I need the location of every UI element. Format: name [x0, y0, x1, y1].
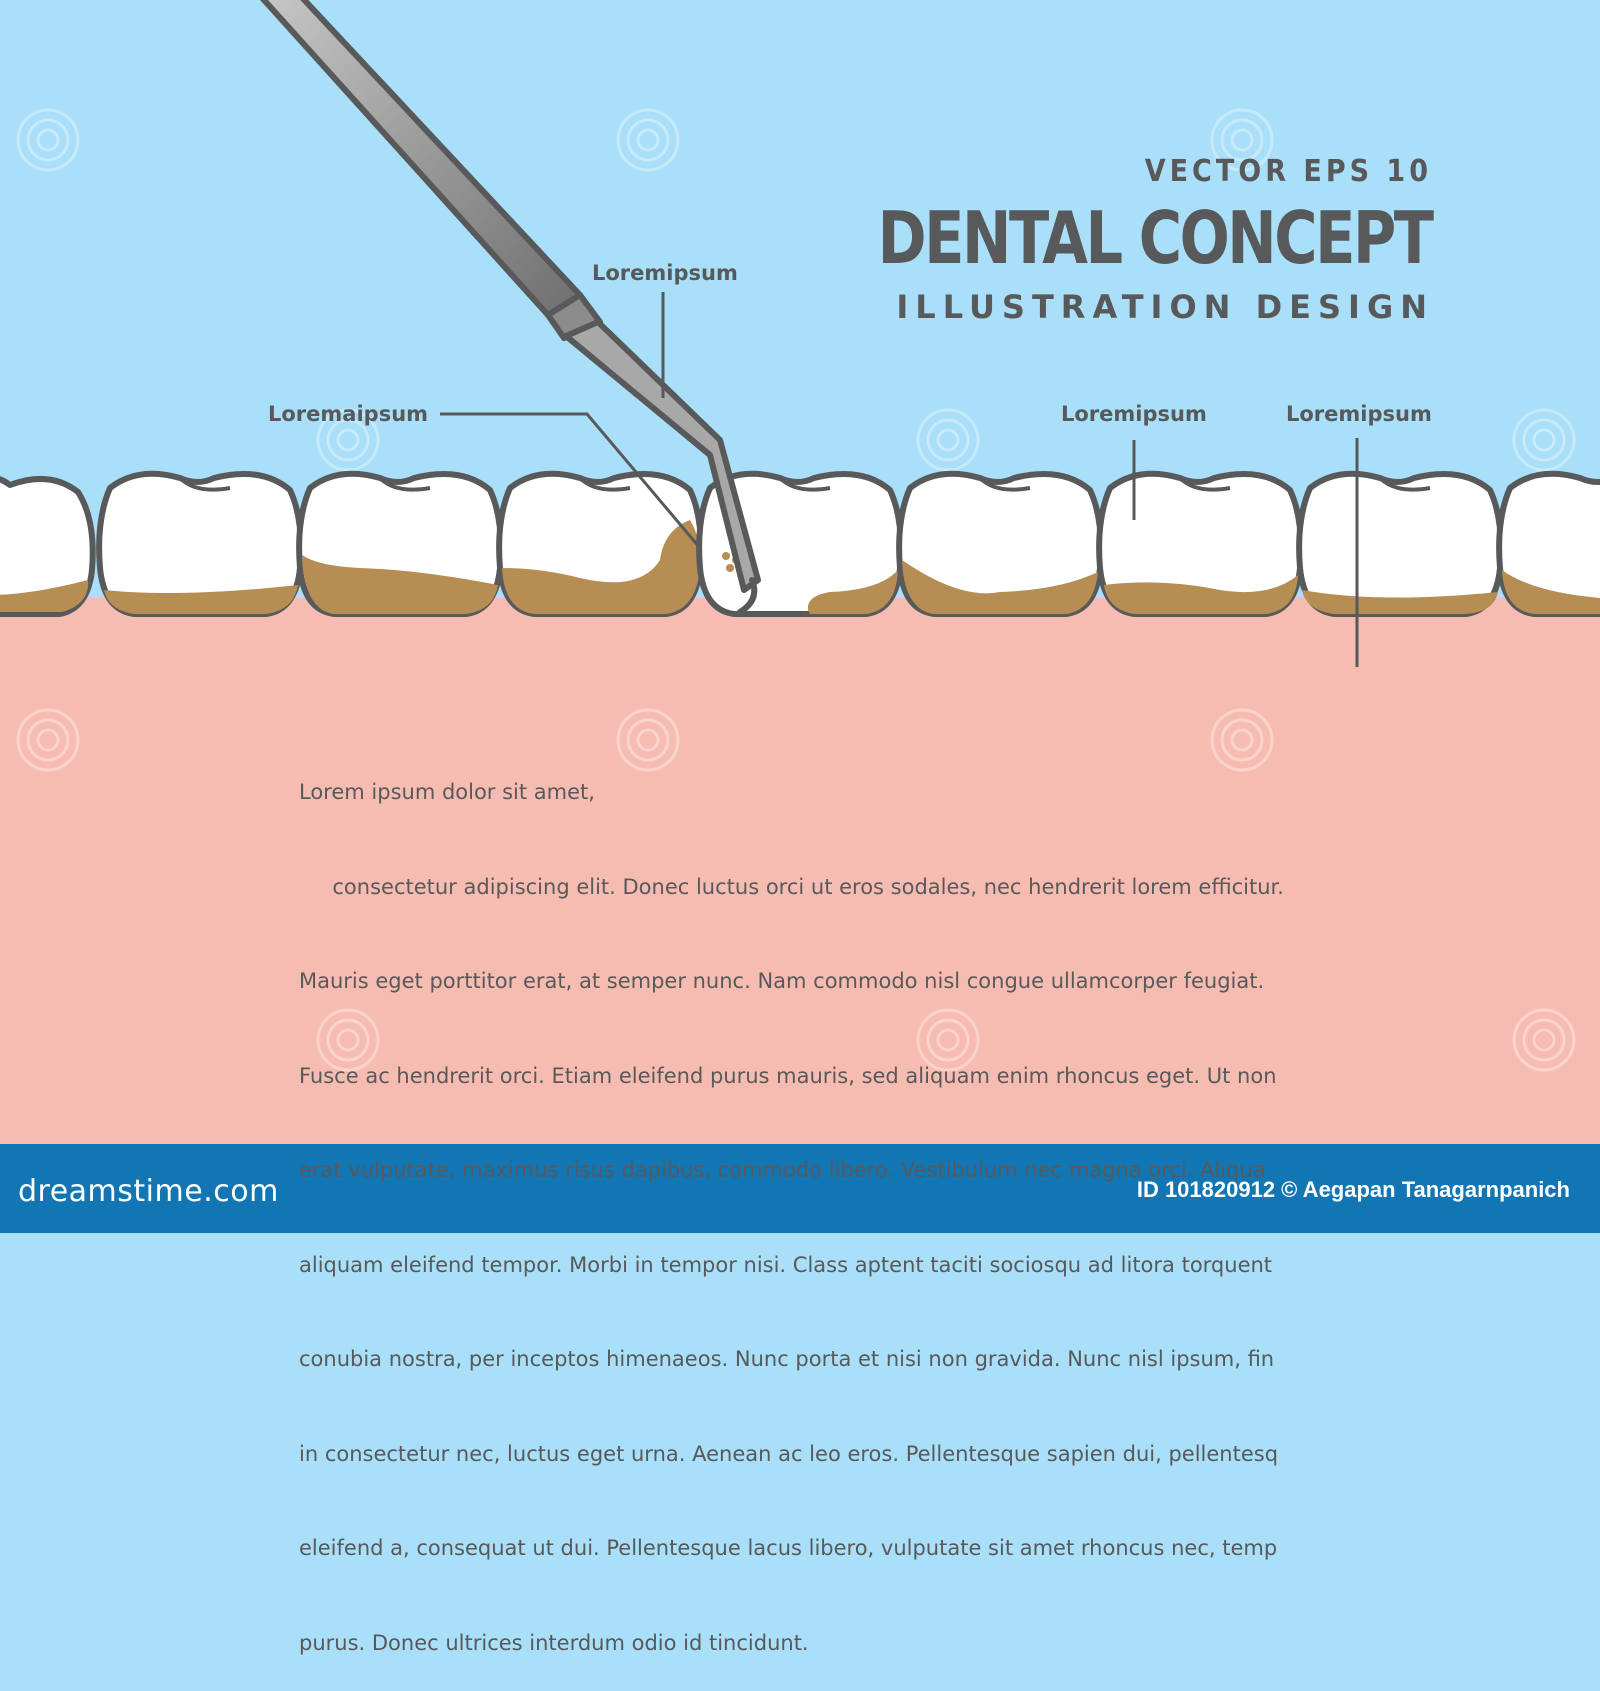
callout-label-top: Loremipsum [592, 261, 738, 285]
teeth-row [0, 470, 1600, 617]
callout-label-right-2: Loremipsum [1286, 402, 1432, 426]
footer-logo: dreamstime.com [18, 1174, 279, 1209]
body-line: conubia nostra, per inceptos himenaeos. … [299, 1347, 1275, 1371]
body-line: Fusce ac hendrerit orci. Etiam eleifend … [299, 1063, 1277, 1088]
tooth-8 [1296, 470, 1504, 617]
tooth-1 [0, 475, 96, 617]
tooth-4 [496, 470, 704, 617]
body-line: eleifend a, consequat ut dui. Pellentesq… [299, 1536, 1278, 1560]
tooth-3 [296, 470, 504, 617]
body-line: Lorem ipsum dolor sit amet, [299, 780, 595, 804]
header-subtitle: ILLUSTRATION DESIGN [896, 288, 1434, 326]
tooth-2 [96, 470, 304, 617]
tooth-7 [1096, 470, 1304, 617]
dental-illustration [0, 0, 1600, 1233]
body-line: in consectetur nec, luctus eget urna. Ae… [299, 1441, 1279, 1466]
watermark-swirls [16, 108, 1576, 1072]
dental-scaler-icon [259, 0, 761, 615]
tooth-6 [896, 470, 1104, 617]
body-line: erat vulputate, maximus risus dapibus, c… [299, 1158, 1266, 1182]
body-line: aliquam eleifend tempor. Morbi in tempor… [299, 1252, 1273, 1277]
callout-label-right-1: Loremipsum [1061, 402, 1207, 426]
callout-label-left: Loremaipsum [268, 402, 429, 426]
gum-area [0, 598, 1600, 1144]
page-title: DENTAL CONCEPT [878, 196, 1434, 280]
body-line: consectetur adipiscing elit. Donec luctu… [299, 874, 1284, 899]
body-line: purus. Donec ultrices interdum odio id t… [299, 1630, 809, 1655]
body-line: Mauris eget porttitor erat, at semper nu… [299, 969, 1265, 993]
footer-bar-bg [0, 1144, 1600, 1233]
footer-credit: ID 101820912 © Aegapan Tanagarnpanich [1136, 1177, 1570, 1202]
tooth-9 [1496, 470, 1600, 617]
header-eyebrow: VECTOR EPS 10 [1144, 154, 1432, 189]
callout-lines [440, 292, 1359, 667]
